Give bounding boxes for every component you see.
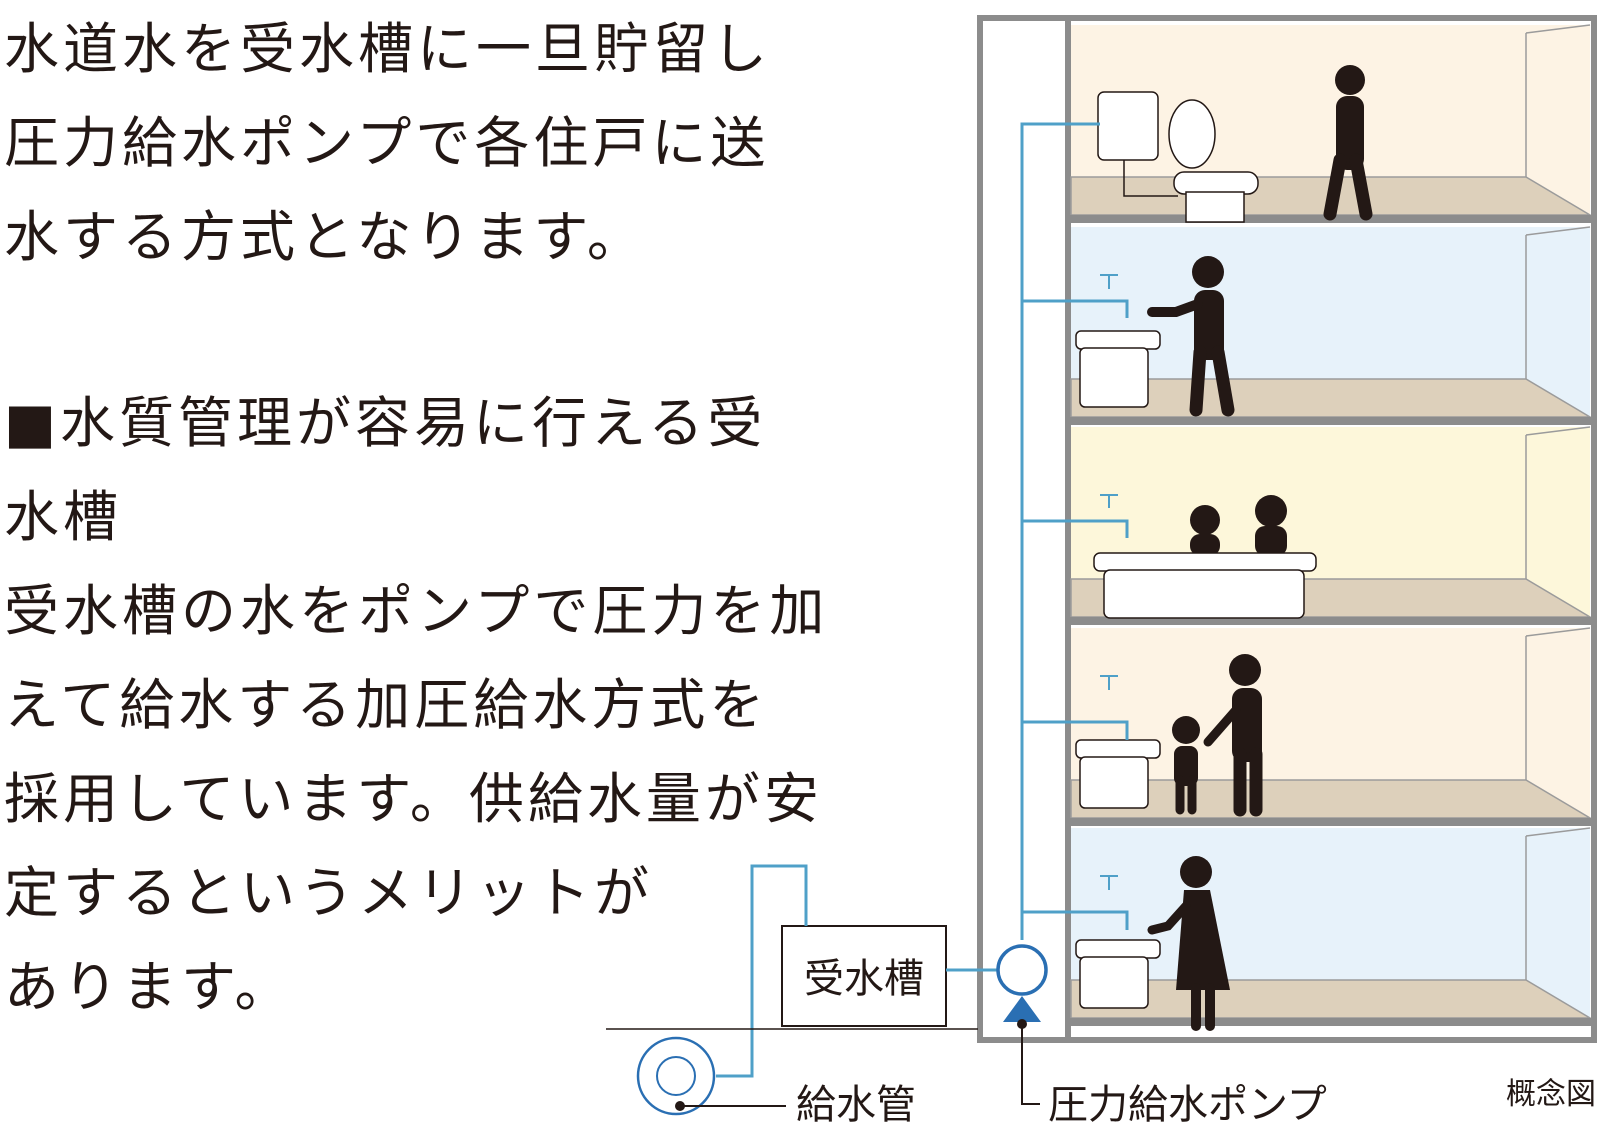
room-floor <box>1070 779 1593 819</box>
person-head-icon <box>1192 256 1224 288</box>
bathtub-icon <box>1103 569 1305 619</box>
bather-head-icon <box>1255 495 1287 527</box>
supply-pipe-label: 給水管 <box>796 1082 916 1122</box>
child-legs-icon <box>1175 775 1197 815</box>
person-torso-icon <box>1336 96 1364 170</box>
toilet-tank-icon <box>1097 91 1159 161</box>
water-main-icon <box>636 1036 716 1116</box>
floor-2 <box>1068 226 1594 425</box>
sink-top-icon <box>1075 330 1161 350</box>
body-line: あります。 <box>4 955 294 1019</box>
section-heading: 水槽 <box>4 485 123 549</box>
bather-head-icon <box>1190 505 1220 535</box>
floor-4 <box>1068 627 1594 826</box>
adult-arm-icon <box>1203 705 1241 747</box>
adult-head-icon <box>1229 654 1261 686</box>
adult-legs-icon <box>1233 747 1263 817</box>
intro-line: 水道水を受水槽に一旦貯留し <box>4 17 772 81</box>
floor-1 <box>1068 24 1594 223</box>
intro-line: 水する方式となります。 <box>4 205 646 269</box>
room-ceiling-line <box>1525 24 1591 34</box>
floors <box>1068 24 1594 1031</box>
body-line: えて給水する加圧給水方式を <box>4 673 769 737</box>
sink-cabinet-icon <box>1079 956 1149 1009</box>
toilet-pipe-icon <box>1123 160 1178 197</box>
riser-pipe <box>1020 122 1129 940</box>
body-line: 定するというメリットが <box>4 861 654 925</box>
bathtub-rim-icon <box>1093 552 1317 572</box>
sink-cabinet-icon <box>1079 756 1149 809</box>
person-arm-icon <box>1147 299 1203 317</box>
body-line: 受水槽の水をポンプで圧力を加 <box>4 579 829 643</box>
sink-top-icon <box>1075 739 1161 759</box>
person-legs-icon <box>1191 983 1215 1031</box>
person-arm-icon <box>1147 901 1191 935</box>
room-ceiling-line <box>1525 627 1591 637</box>
floor-slab <box>1068 617 1594 625</box>
sink-top-icon <box>1075 939 1161 959</box>
room-ceiling-line <box>1525 827 1591 837</box>
water-tank-label: 受水槽 <box>804 956 924 1002</box>
person-legs-icon <box>1189 345 1235 417</box>
person-dress-icon <box>1176 890 1230 990</box>
pump-arrow-icon <box>1003 996 1041 1022</box>
pump-label: 圧力給水ポンプ <box>1048 1082 1327 1122</box>
water-tank <box>781 925 947 1027</box>
concept-note: 概念図 <box>1506 1077 1596 1112</box>
room-ceiling-line <box>1525 226 1591 236</box>
water-main-inner-icon <box>656 1056 696 1096</box>
body-line: 採用しています。供給水量が安 <box>4 767 823 831</box>
sink-cabinet-icon <box>1079 347 1149 408</box>
child-head-icon <box>1172 716 1200 744</box>
adult-torso-icon <box>1232 688 1262 762</box>
intro-line: 圧力給水ポンプで各住戸に送 <box>4 111 770 175</box>
person-legs-icon <box>1323 153 1373 221</box>
floor-slab <box>1068 1018 1594 1026</box>
pump-icon <box>996 944 1048 996</box>
toilet-seat-icon <box>1168 99 1216 169</box>
floor-slab <box>1068 818 1594 826</box>
toilet-bowl-icon <box>1173 171 1259 195</box>
pump-leader-line <box>1021 1024 1040 1105</box>
toilet-base-icon <box>1185 191 1245 223</box>
room-floor <box>1070 979 1593 1019</box>
room-ceiling-line <box>1525 426 1591 436</box>
room-floor <box>1070 378 1593 418</box>
supply-pipe <box>716 864 808 1078</box>
floor-5 <box>1068 827 1594 1031</box>
floor-3 <box>1068 426 1594 625</box>
bather-body-icon <box>1255 526 1287 556</box>
floor-slab <box>1068 417 1594 425</box>
person-head-icon <box>1335 65 1365 95</box>
section-heading: ■水質管理が容易に行える受 <box>4 391 767 455</box>
bather-body-icon <box>1190 534 1220 556</box>
person-head-icon <box>1180 856 1212 888</box>
